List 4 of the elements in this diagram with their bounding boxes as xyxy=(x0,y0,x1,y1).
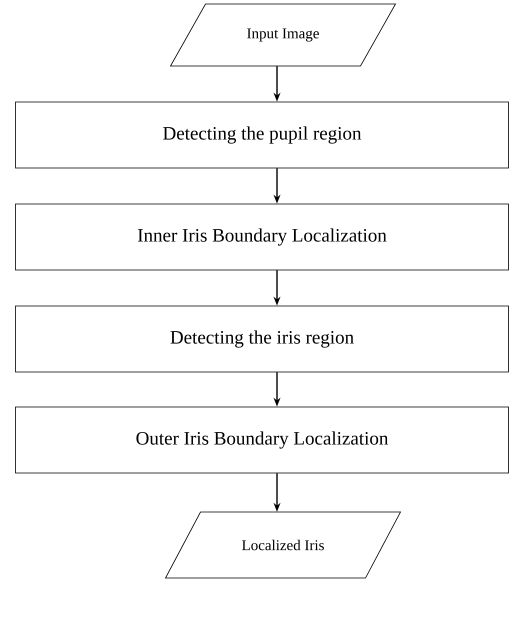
process-box: Outer Iris Boundary Localization xyxy=(15,406,509,474)
process-box: Detecting the iris region xyxy=(15,306,509,372)
process-box: Detecting the pupil region xyxy=(15,102,509,168)
process-box: Inner Iris Boundary Localization xyxy=(15,204,509,270)
